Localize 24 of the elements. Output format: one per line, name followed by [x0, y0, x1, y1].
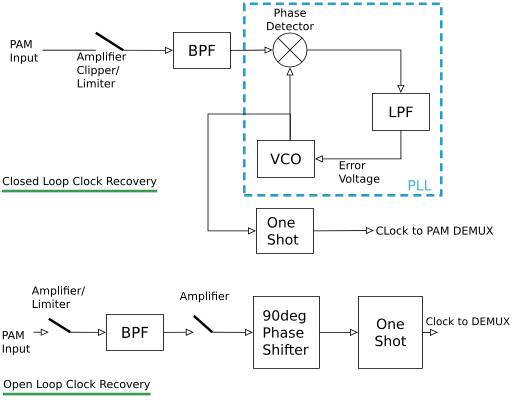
block-box: VCO [257, 140, 315, 178]
amplifier-symbol [48, 318, 71, 334]
component-label: Amplifier Clipper/ Limiter [76, 52, 126, 88]
mixer-symbol [272, 32, 308, 68]
arrow [208, 114, 291, 234]
signal-label: CLock to PAM DEMUX [376, 226, 494, 235]
component-label: Amplifier [180, 292, 230, 302]
block-box: BPF [106, 314, 164, 351]
block-box: BPF [173, 32, 231, 69]
block-box: 90deg Phase Shifter [253, 296, 320, 369]
block-box: One Shot [256, 208, 314, 254]
connector-line [42, 50, 96, 51]
signal-label: PAM Input [10, 40, 38, 64]
component-label: Phase Detector [267, 8, 314, 30]
caption-text: Open Loop Clock Recovery [4, 380, 150, 390]
signal-label: PAM Input [2, 331, 30, 355]
amplifier-symbol [95, 32, 124, 52]
amplifier-symbol [193, 314, 213, 334]
caption-text: Closed Loop Clock Recovery [2, 176, 157, 188]
block-box: One Shot [358, 296, 423, 369]
block-box: LPF [372, 93, 430, 131]
signal-label: Clock to DEMUX [426, 317, 510, 326]
edge-label: Error Voltage [338, 161, 380, 185]
component-label: Amplifier/ Limiter [32, 286, 85, 308]
